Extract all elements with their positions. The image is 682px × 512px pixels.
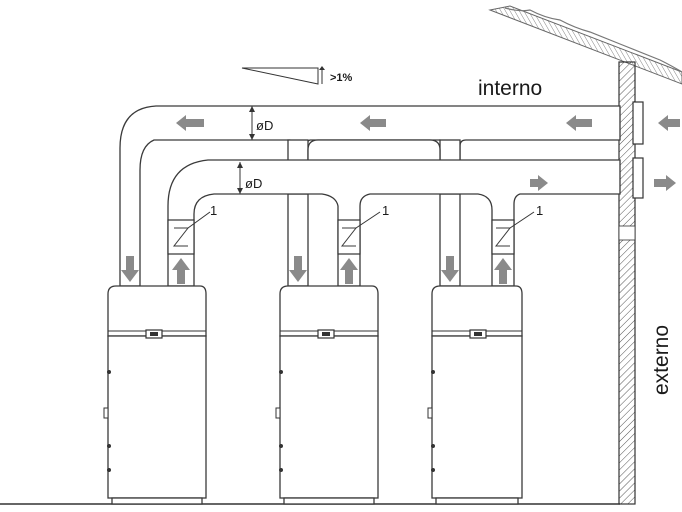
heat-pump-unit-2	[275, 285, 379, 505]
roof	[488, 5, 682, 85]
heat-pump-unit-1	[103, 285, 207, 505]
damper-unit-1	[167, 211, 211, 255]
flow-arrow-left	[176, 115, 204, 131]
upper-flow-arrows	[176, 115, 680, 131]
damper-callout-1: 1	[210, 203, 217, 218]
diameter-marker-bottom	[237, 162, 243, 194]
flow-arrow-left	[360, 115, 386, 131]
diameter-marker-top	[249, 106, 255, 140]
heat-pump-unit-3	[427, 285, 523, 505]
flow-arrow-right	[654, 175, 676, 191]
damper-callout-2: 1	[382, 203, 389, 218]
flow-arrow-up	[494, 258, 512, 284]
diameter-label-bottom: øD	[245, 176, 262, 191]
exterior-wall	[618, 61, 636, 505]
lower-duct	[167, 159, 621, 287]
flow-arrow-down	[441, 256, 459, 282]
flow-arrow-up	[340, 258, 358, 284]
damper-callout-3: 1	[536, 203, 543, 218]
flow-arrow-down	[289, 256, 307, 282]
upper-wall-terminal	[632, 101, 644, 145]
damper-unit-3	[491, 211, 535, 255]
unit-flow-arrows	[121, 256, 512, 284]
exterior-label: externo	[650, 325, 673, 395]
slope-label: >1%	[330, 72, 353, 84]
interior-label: interno	[478, 77, 542, 100]
flow-arrow-left	[566, 115, 592, 131]
flow-arrow-right	[530, 175, 548, 191]
lower-wall-terminal	[632, 157, 644, 199]
damper-unit-2	[337, 211, 381, 255]
slope-indicator	[241, 66, 325, 85]
flow-arrow-up	[172, 258, 190, 284]
flow-arrow-left	[658, 115, 680, 131]
diameter-label-top: øD	[256, 118, 273, 133]
flow-arrow-down	[121, 256, 139, 282]
lower-flow-arrows	[530, 175, 676, 191]
